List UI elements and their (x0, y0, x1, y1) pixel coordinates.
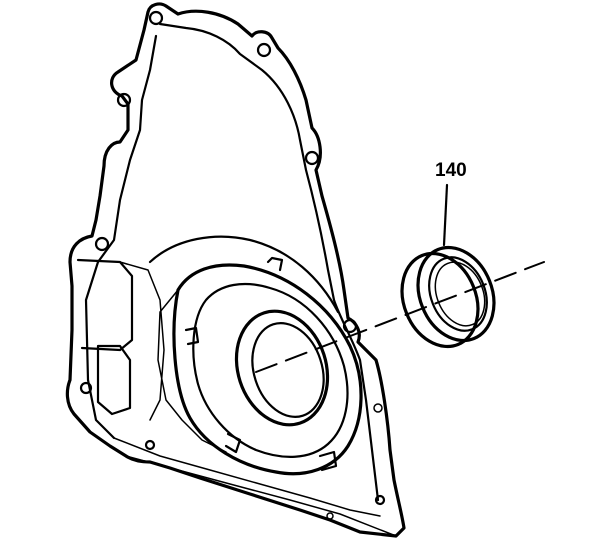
front-crankshaft-seal (400, 245, 496, 349)
bolt-hole (148, 10, 164, 26)
housing-notch-bottom (224, 432, 242, 454)
front-cover-bottom-lip (125, 455, 397, 537)
left-boss-upper (76, 258, 134, 352)
callout-label: 140 (435, 160, 467, 181)
housing-notch-top (266, 256, 284, 272)
seal-housing (148, 235, 363, 476)
bolt-hole (326, 512, 334, 520)
seal-inner-lip (428, 256, 488, 332)
seal-bore (234, 309, 330, 427)
housing-left-face (157, 289, 227, 453)
centerline (255, 261, 545, 373)
bolt-hole (342, 318, 358, 334)
housing-back-ring (148, 235, 340, 314)
bolt-hole (144, 439, 156, 451)
callout-140: 140 (435, 160, 467, 247)
bore-outer-edge (234, 309, 330, 427)
front-cover-inner-rim (158, 22, 380, 502)
bolt-hole (373, 403, 383, 413)
front-cover-bottom-flange (113, 437, 381, 517)
front-cover-inner-left-rim (84, 34, 158, 440)
bolt-hole (256, 42, 272, 58)
left-boss-detail (119, 261, 165, 421)
bolt-hole (79, 381, 93, 395)
bolt-hole (374, 494, 386, 506)
bore-inner-edge (251, 322, 325, 418)
front-cover (65, 2, 406, 538)
bolt-holes (79, 10, 386, 520)
left-boss-lower (96, 344, 132, 416)
housing-notch-left (184, 326, 200, 346)
bolt-hole (116, 92, 132, 108)
housing-notch-right (318, 450, 338, 472)
front-cover-outer-outline (65, 2, 406, 538)
callout-leader-line (442, 183, 449, 247)
housing-mid-ring (192, 282, 349, 458)
bolt-hole (304, 150, 320, 166)
bolt-hole (94, 236, 110, 252)
housing-outer-ring (172, 263, 363, 476)
installation-axis (255, 261, 545, 373)
left-bosses (76, 258, 165, 421)
